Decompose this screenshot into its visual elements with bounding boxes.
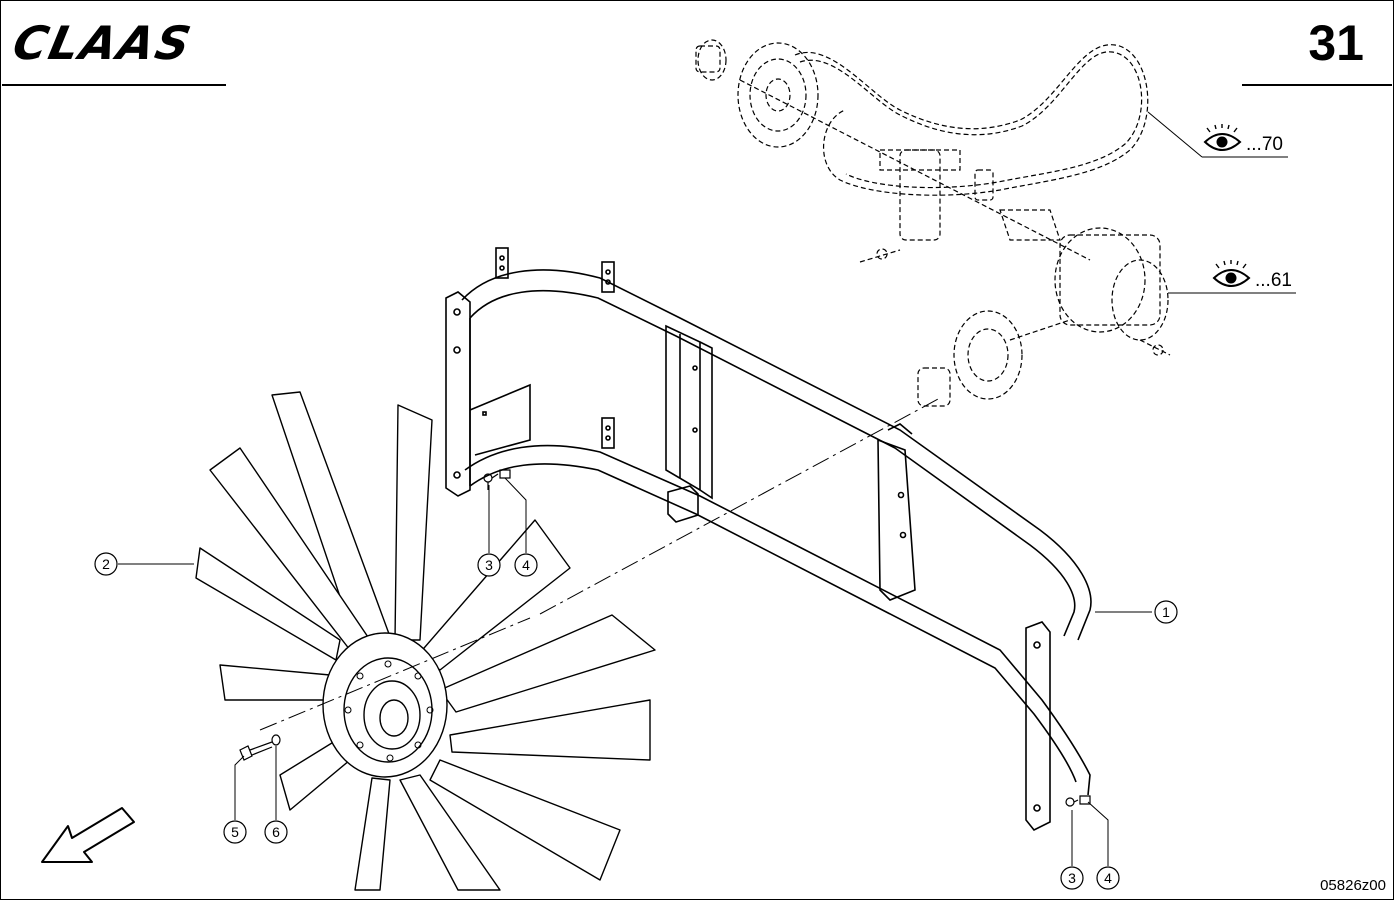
bolt-set-right: [1065, 795, 1091, 807]
callout-6: 6: [264, 820, 288, 844]
fan-hub-holes: [344, 660, 434, 762]
direction-arrow-icon: [41, 807, 135, 863]
svg-text:3: 3: [1068, 870, 1076, 886]
callout-5: 5: [223, 820, 247, 844]
callout-4-right: 4: [1096, 866, 1120, 890]
header-rule-left: [2, 84, 226, 86]
eye-icon: [1212, 260, 1251, 287]
drawing-code: 05826z00: [1320, 877, 1386, 894]
fan-part-2: [195, 391, 656, 891]
callout-4-left: 4: [514, 553, 538, 577]
reference-70: ...70: [1203, 124, 1283, 155]
callout-1: 1: [1154, 600, 1178, 624]
assembly-centerline: [259, 397, 941, 731]
phantom-drive-assembly: [695, 39, 1171, 407]
page-number: 31: [1308, 15, 1364, 71]
svg-text:5: 5: [231, 824, 239, 840]
callout-2: 2: [94, 552, 118, 576]
eye-icon: [1203, 124, 1242, 151]
svg-text:4: 4: [1104, 870, 1112, 886]
bolt-set-left: [483, 469, 511, 490]
svg-text:3: 3: [485, 557, 493, 573]
reference-61: ...61: [1212, 260, 1292, 291]
bolt-5-washer-6: [239, 734, 281, 761]
svg-text:6: 6: [272, 824, 280, 840]
header-rule-right: [1242, 84, 1392, 86]
svg-text:2: 2: [102, 556, 110, 572]
callout-3-left: 3: [477, 553, 501, 577]
svg-text:...61: ...61: [1255, 270, 1292, 291]
callout-3-right: 3: [1060, 866, 1084, 890]
svg-text:1: 1: [1162, 604, 1170, 620]
svg-text:...70: ...70: [1246, 134, 1283, 155]
leader-lines: [118, 111, 1296, 866]
guard-frame-part-1: [445, 247, 1092, 832]
svg-text:4: 4: [522, 557, 530, 573]
